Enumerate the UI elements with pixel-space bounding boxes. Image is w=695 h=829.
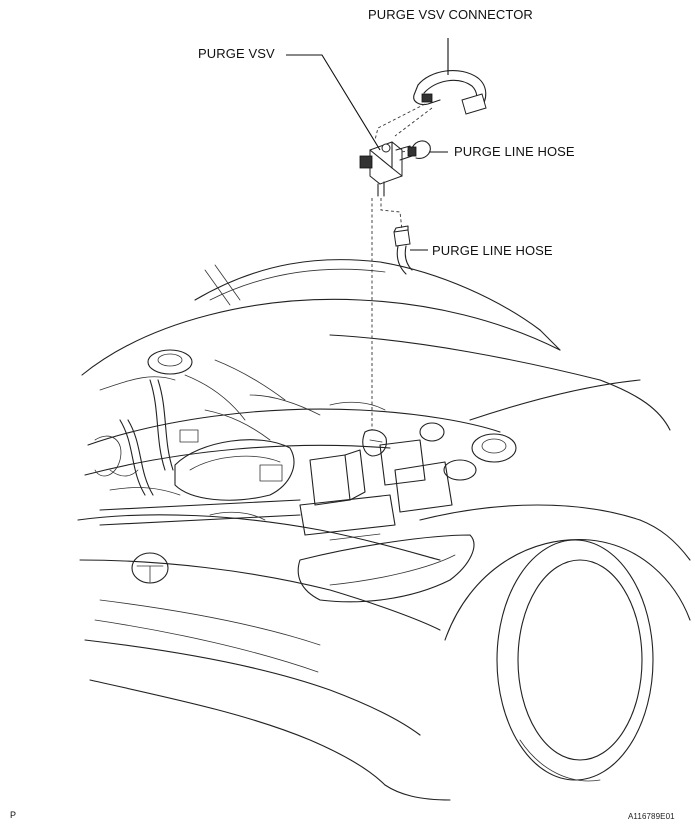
purge-vsv-connector-part <box>413 70 487 115</box>
exploded-parts <box>359 70 487 430</box>
car-illustration <box>77 259 691 801</box>
figure-code: A116789E01 <box>628 812 675 821</box>
purge-line-hose-upper-label: PURGE LINE HOSE <box>454 144 575 159</box>
purge-vsv-connector-label: PURGE VSV CONNECTOR <box>368 7 533 22</box>
purge-vsv-part <box>359 141 413 197</box>
page-mark: P <box>10 810 17 820</box>
engine-compartment <box>94 349 517 541</box>
purge-line-hose-lower-part <box>393 225 413 275</box>
purge-line-hose-lower-label: PURGE LINE HOSE <box>432 243 553 258</box>
leader-lines <box>286 38 449 251</box>
purge-line-hose-upper-part <box>407 140 431 159</box>
purge-vsv-label: PURGE VSV <box>198 46 275 61</box>
